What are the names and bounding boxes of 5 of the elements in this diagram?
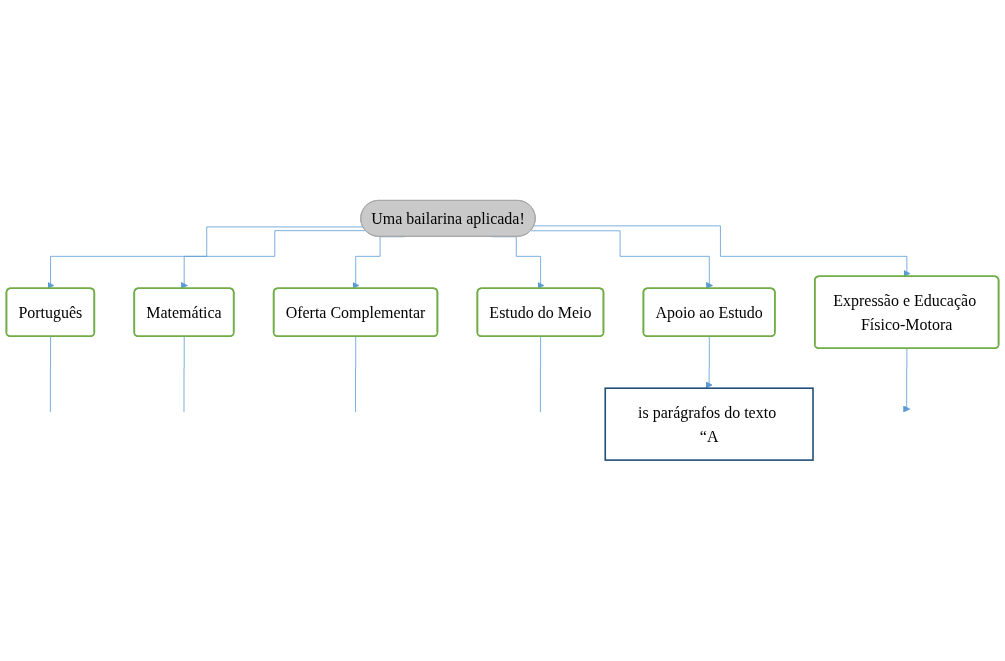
connector: [355, 336, 357, 413]
connector: [49, 336, 52, 413]
connector: [183, 336, 185, 413]
connector: [540, 336, 542, 413]
node-box: is parágrafos do texto “A: [604, 387, 814, 462]
